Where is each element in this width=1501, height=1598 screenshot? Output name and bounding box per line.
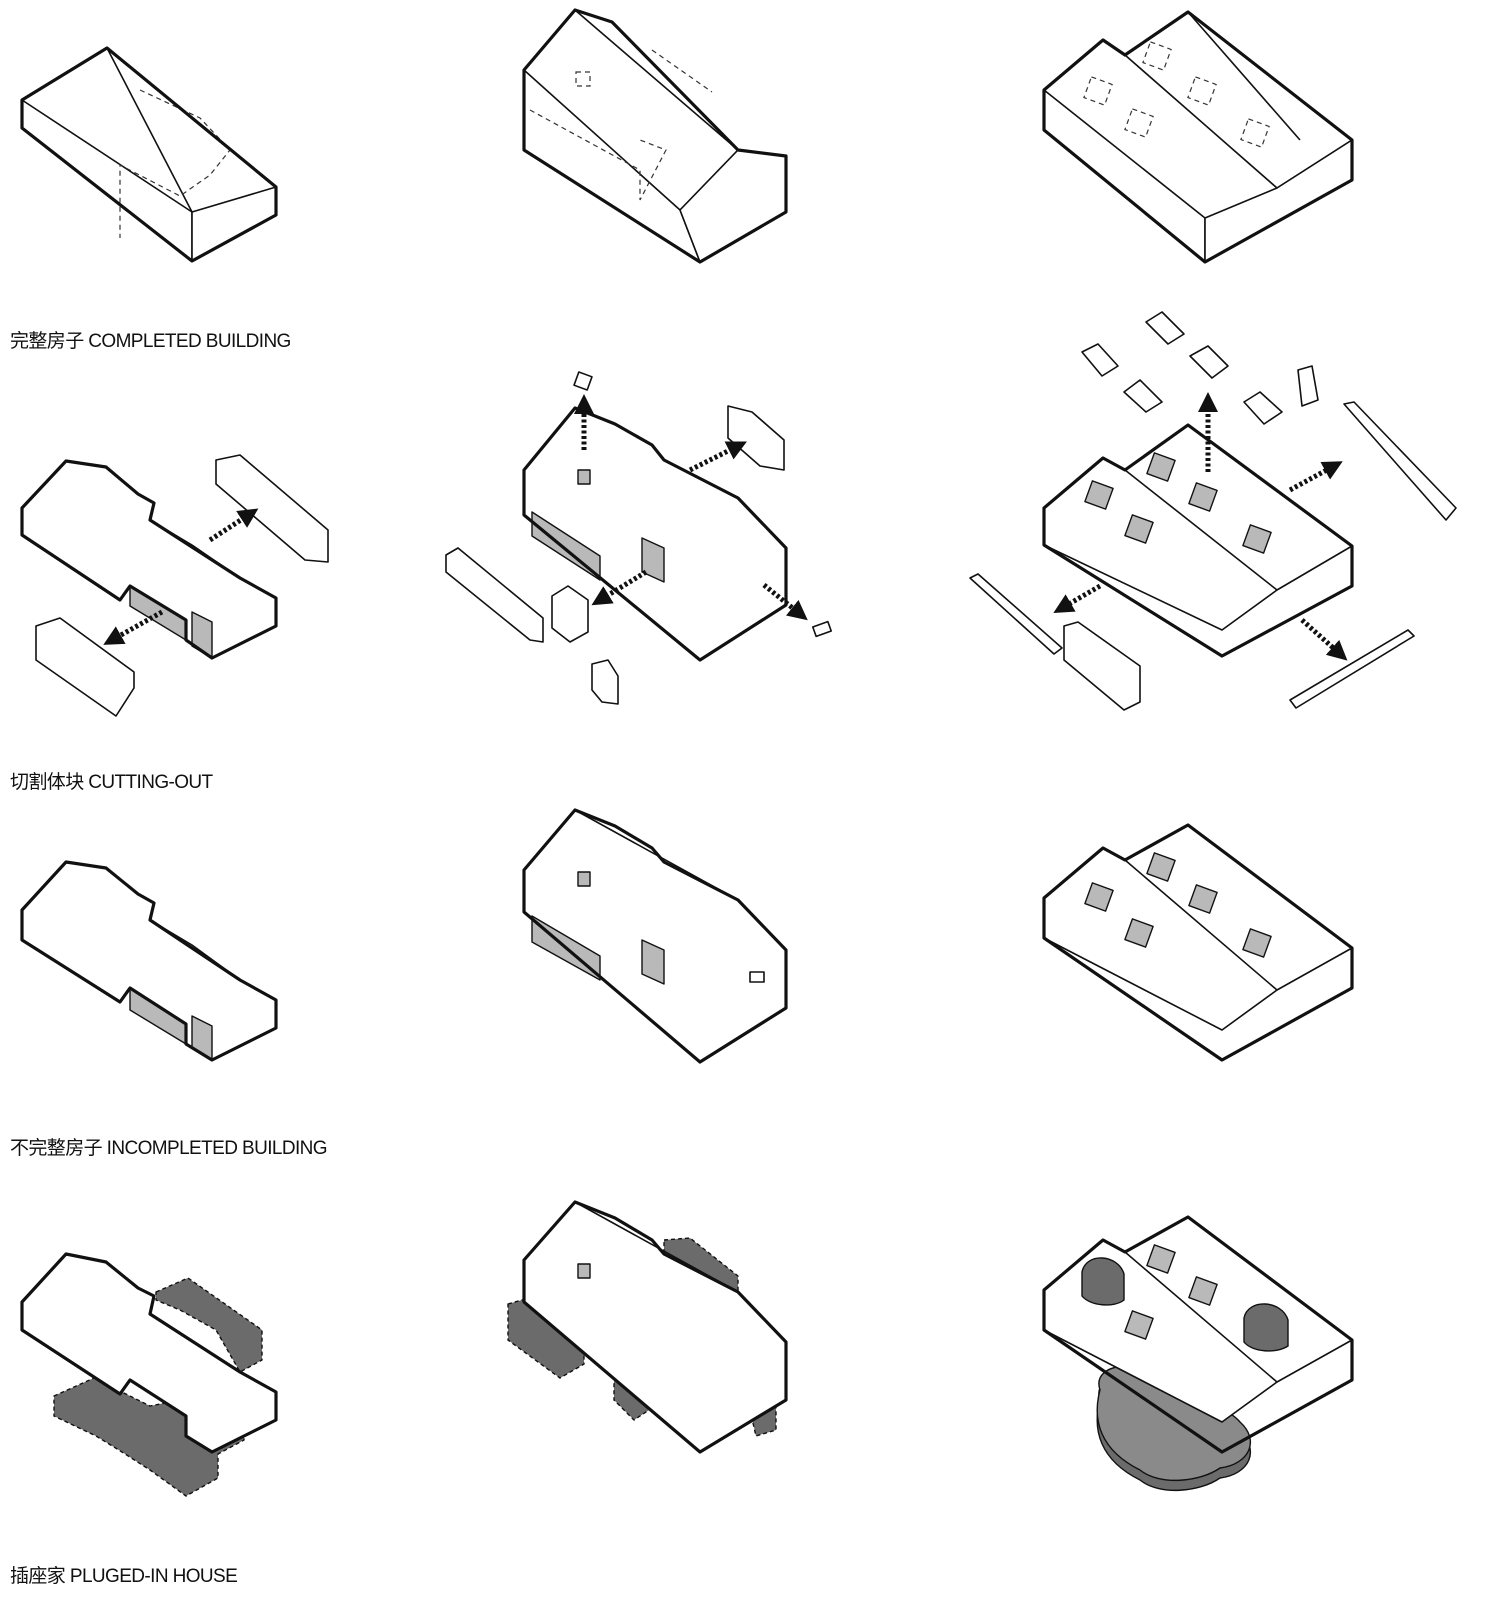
row-label-cutting-out: 切割体块 CUTTING-OUT: [10, 772, 213, 793]
row2-col3-building: [1042, 423, 1354, 658]
row2-col1-building: [20, 459, 278, 660]
row4-col1-building: [20, 1252, 278, 1497]
row4-col3-building: [1042, 1215, 1354, 1491]
row2-col3-pieces: [969, 311, 1457, 711]
row4-col2-building: [507, 1200, 788, 1454]
row1-col3-building: [1042, 10, 1354, 264]
row3-col3-building: [1042, 823, 1354, 1062]
row-label-completed-building: 完整房子 COMPLETED BUILDING: [10, 331, 291, 352]
row-label-pluged-in-house: 插座家 PLUGED-IN HOUSE: [10, 1566, 238, 1587]
row2-col1-pieces: [35, 454, 329, 717]
row1-col1-building: [20, 46, 278, 263]
row2-col2-pieces: [445, 371, 833, 705]
row-label-incompleted-building: 不完整房子 INCOMPLETED BUILDING: [10, 1138, 328, 1159]
row3-col2-building: [522, 808, 788, 1064]
row3-col1-building: [20, 860, 278, 1062]
row2-col2-building: [522, 406, 788, 662]
row1-col2-building: [522, 8, 788, 264]
